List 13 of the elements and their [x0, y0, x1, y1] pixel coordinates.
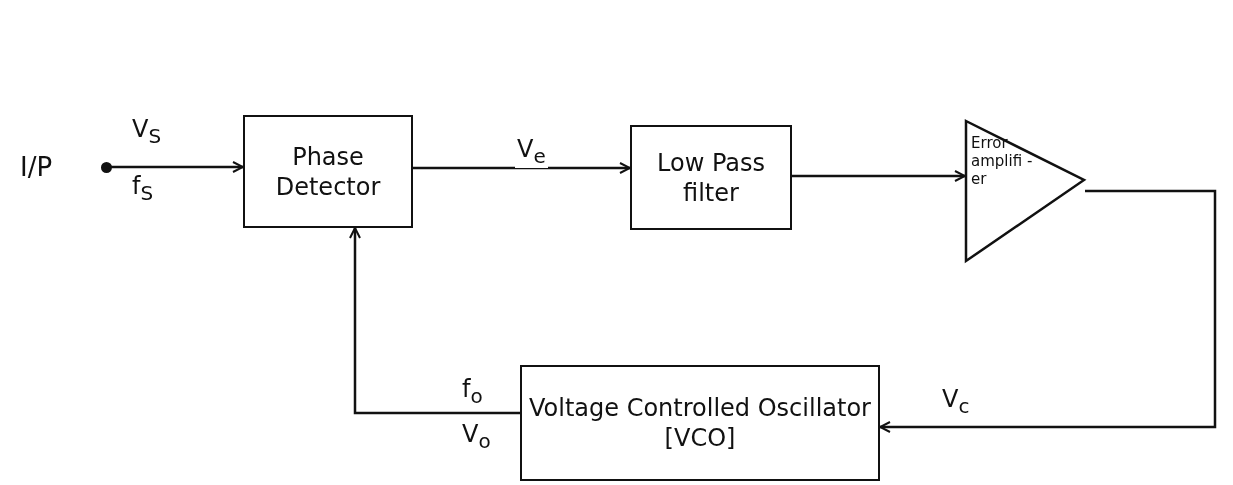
arrow: [879, 189, 1217, 433]
node-label: I/P: [20, 150, 53, 184]
arrow: [792, 170, 966, 182]
node-label: Voltage Controlled Oscillator [VCO]: [528, 393, 872, 453]
node-label: Phase Detector: [274, 141, 382, 202]
process-box: [630, 125, 792, 230]
arrow: [349, 227, 520, 415]
process-box: [243, 115, 413, 228]
node-label: Low Pass filter: [656, 147, 766, 208]
process-box: [520, 365, 880, 481]
arrow: [413, 162, 631, 174]
amplifier-triangle: [965, 120, 1085, 262]
amplifier-label: Error amplifi -er: [971, 134, 1033, 188]
